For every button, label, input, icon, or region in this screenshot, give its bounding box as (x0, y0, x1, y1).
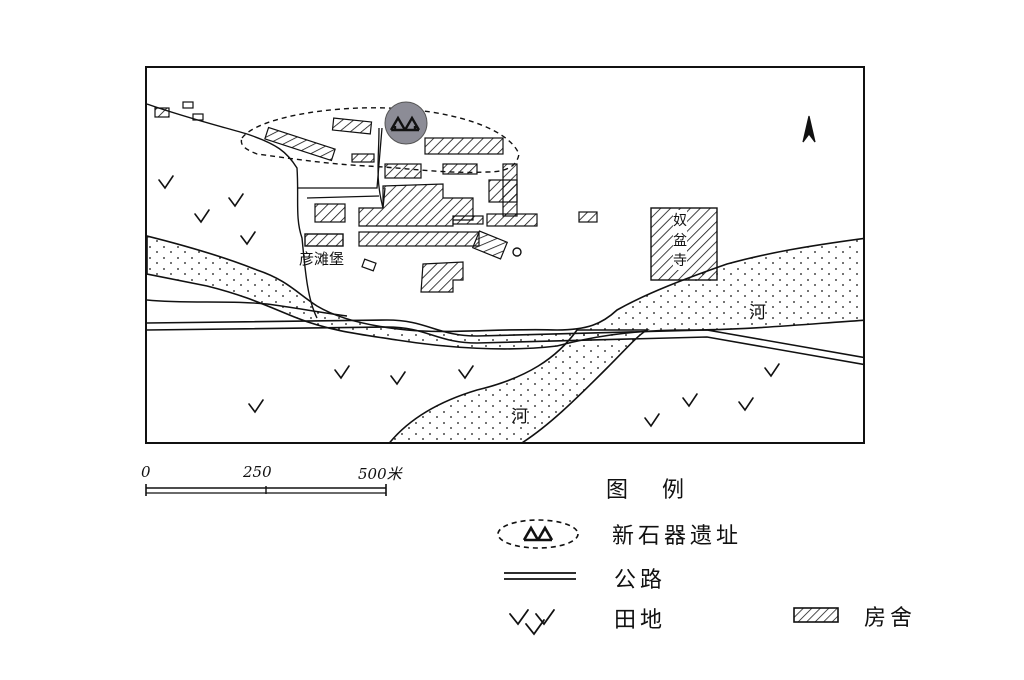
river-bank-line (147, 299, 348, 317)
legend-label-site: 新石器遗址 (612, 524, 743, 549)
scale-tick-500: 500米 (358, 465, 402, 483)
road-icon (504, 572, 576, 580)
map-canvas (147, 101, 863, 442)
buildings (154, 101, 718, 293)
branch-road (147, 103, 318, 319)
river-label-upper: 河 (749, 303, 766, 323)
legend-label-farmland: 田地 (614, 608, 667, 633)
scale-bar-line (145, 484, 387, 496)
river-south-branch (389, 329, 650, 442)
building-icon (793, 607, 839, 623)
temple-label-2: 盆 (673, 230, 687, 250)
farmland-marks (158, 175, 780, 428)
river-label-lower: 河 (511, 407, 528, 427)
neolithic-site-icon (497, 519, 579, 549)
temple-label-1: 奴 (673, 210, 687, 230)
legend-title: 图例 (606, 478, 719, 503)
site-boundary (240, 107, 520, 174)
temple-label-3: 寺 (673, 250, 687, 270)
legend-label-road: 公路 (614, 568, 667, 593)
river-west-bank (147, 235, 863, 350)
legend-label-building: 房舍 (864, 606, 917, 631)
farmland-icon (509, 609, 555, 636)
scale-tick-250: 250 (243, 463, 272, 481)
north-arrow-icon (802, 115, 816, 143)
scale-tick-0: 0 (141, 463, 151, 481)
village-label: 彦滩堡 (299, 250, 345, 268)
site-marker (384, 101, 428, 145)
map-frame: 彦滩堡 奴 盆 寺 河 河 (145, 66, 865, 444)
main-road (147, 319, 863, 359)
